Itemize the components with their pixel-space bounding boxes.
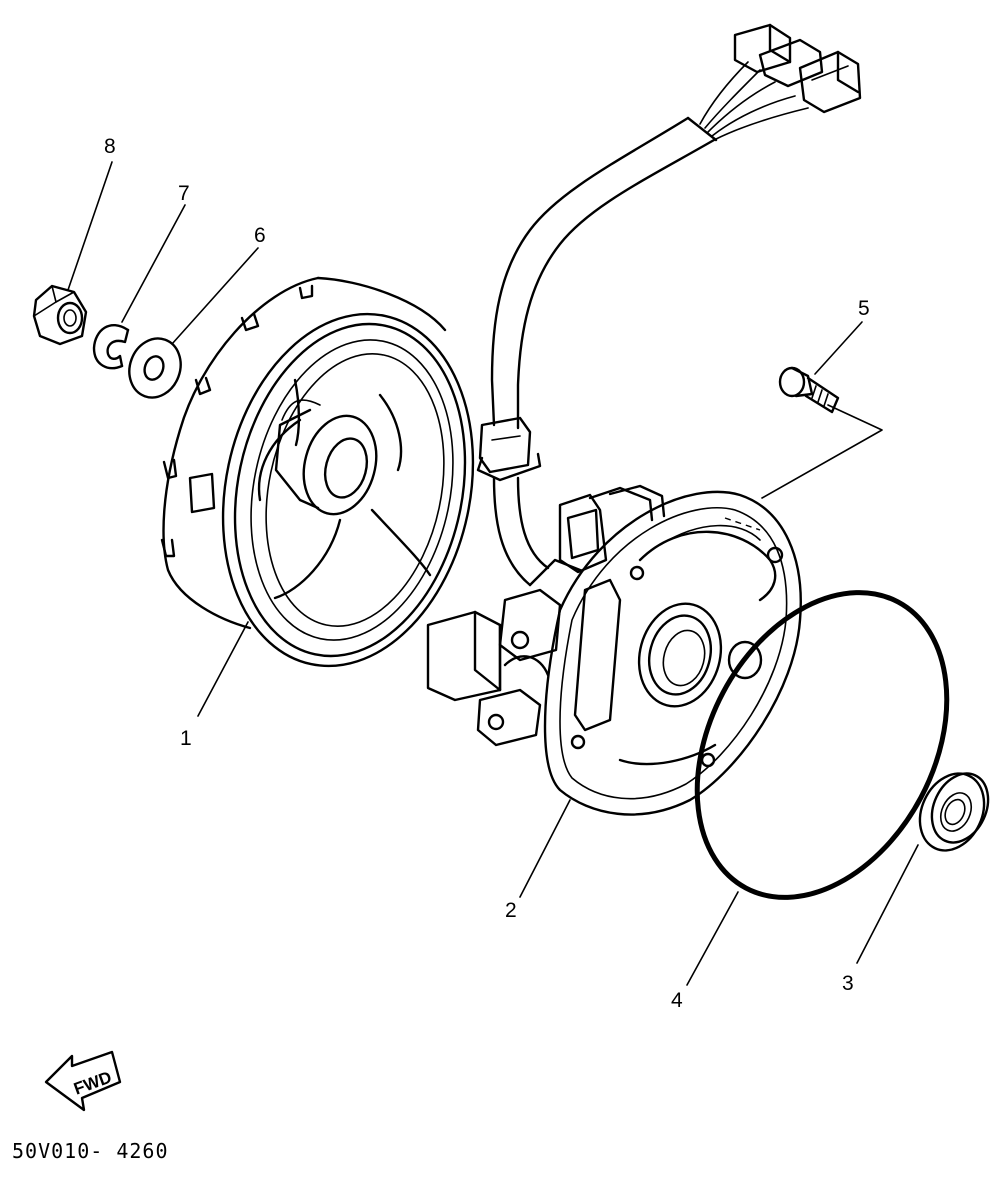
lock-washer	[92, 324, 130, 370]
drawing-code: 50V010- 4260	[12, 1139, 169, 1163]
oil-seal	[918, 772, 990, 852]
callout-1: 1	[180, 727, 192, 750]
callout-4: 4	[671, 989, 683, 1012]
callout-6: 6	[254, 224, 266, 247]
wire-harness	[476, 23, 862, 587]
callout-5: 5	[858, 297, 870, 320]
callout-2: 2	[505, 899, 517, 922]
forward-arrow-icon: FWD	[44, 1050, 122, 1112]
stator-assembly	[426, 484, 802, 816]
screw	[778, 366, 840, 414]
washer	[128, 337, 182, 399]
callout-8: 8	[104, 135, 116, 158]
flywheel-rotor	[160, 276, 475, 668]
callout-3: 3	[842, 972, 854, 995]
leader-lines	[67, 161, 919, 986]
o-ring	[694, 590, 950, 900]
callout-7: 7	[178, 182, 190, 205]
nut	[32, 284, 88, 346]
